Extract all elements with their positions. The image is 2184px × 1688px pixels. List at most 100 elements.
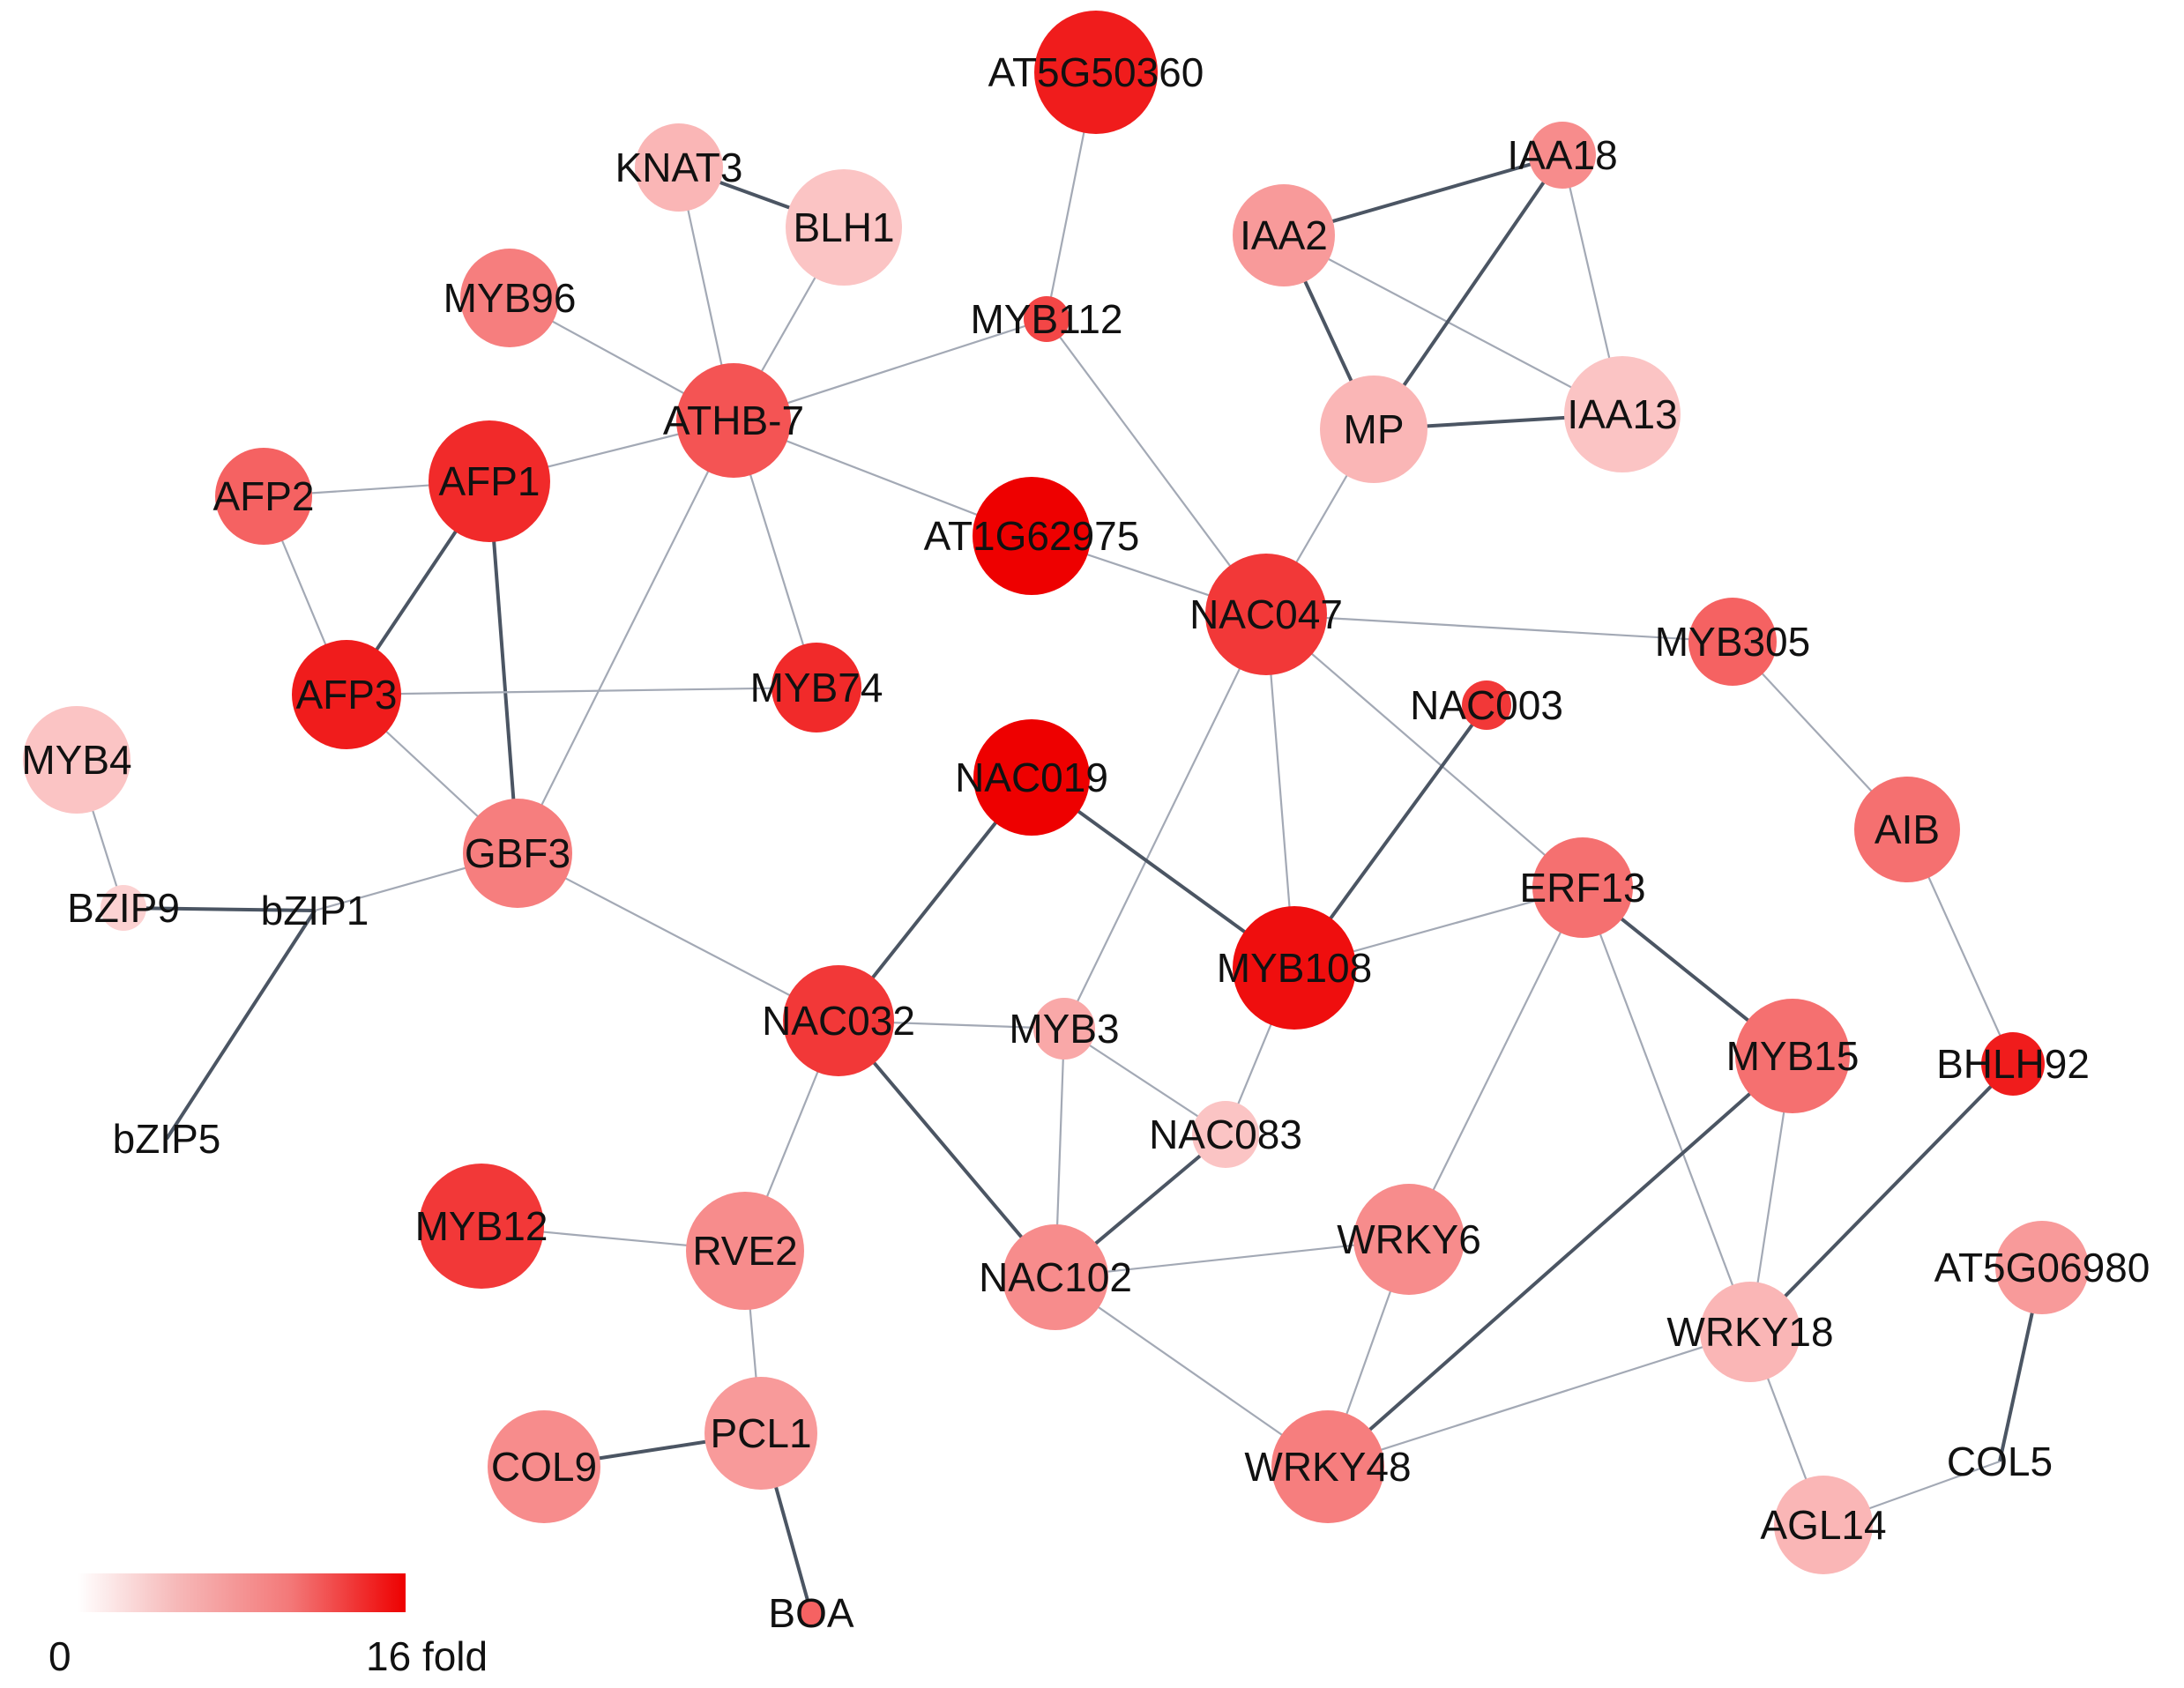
node-bzip1[interactable]: bZIP1 — [261, 888, 369, 933]
node-circle-wrky6[interactable] — [1353, 1184, 1465, 1295]
node-wrky18[interactable]: WRKY18 — [1666, 1282, 1834, 1382]
edge-erf13-wrky6 — [1408, 887, 1584, 1240]
edge-nac047-myb305 — [1265, 613, 1733, 643]
node-circle-afp2[interactable] — [215, 448, 312, 545]
node-circle-aib[interactable] — [1854, 777, 1960, 882]
node-circle-boa[interactable] — [799, 1601, 824, 1625]
node-iaa2[interactable]: IAA2 — [1233, 184, 1335, 286]
node-circle-afp1[interactable] — [429, 420, 550, 542]
node-pcl1[interactable]: PCL1 — [704, 1377, 817, 1490]
edge-erf13-wrky18 — [1581, 887, 1752, 1333]
node-circle-myb15[interactable] — [1735, 999, 1850, 1113]
node-circle-iaa13[interactable] — [1564, 356, 1681, 472]
node-circle-myb3[interactable] — [1033, 998, 1095, 1060]
node-iaa13[interactable]: IAA13 — [1564, 356, 1681, 472]
node-wrky6[interactable]: WRKY6 — [1337, 1184, 1481, 1295]
node-myb12[interactable]: MYB12 — [415, 1164, 548, 1289]
node-bzip5[interactable]: bZIP5 — [113, 1116, 221, 1162]
node-circle-bzip9[interactable] — [101, 885, 146, 931]
node-at5g50360[interactable]: AT5G50360 — [988, 11, 1204, 134]
node-afp2[interactable]: AFP2 — [212, 448, 315, 545]
node-circle-nac047[interactable] — [1205, 554, 1327, 675]
node-circle-nac083[interactable] — [1192, 1101, 1259, 1168]
node-label-gbf3: GBF3 — [465, 830, 570, 876]
node-label-at5g50360: AT5G50360 — [988, 49, 1204, 95]
edge-bzip9-bzip1 — [123, 906, 316, 912]
node-circle-myb74[interactable] — [771, 643, 861, 732]
node-athb-7[interactable]: ATHB-7 — [663, 363, 804, 478]
node-circle-blh1[interactable] — [786, 169, 902, 286]
node-circle-myb12[interactable] — [419, 1164, 544, 1289]
node-myb15[interactable]: MYB15 — [1726, 999, 1860, 1113]
node-myb3[interactable]: MYB3 — [1009, 998, 1120, 1060]
node-nac102[interactable]: NAC102 — [979, 1224, 1132, 1330]
node-label-nac003: NAC003 — [1410, 682, 1563, 728]
node-circle-at5g06980[interactable] — [1995, 1221, 2089, 1314]
node-wrky48[interactable]: WRKY48 — [1244, 1410, 1412, 1523]
node-circle-col9[interactable] — [488, 1410, 600, 1523]
node-col5[interactable]: COL5 — [1947, 1439, 2053, 1484]
node-agl14[interactable]: AGL14 — [1760, 1476, 1887, 1574]
node-circle-knat3[interactable] — [635, 123, 723, 212]
node-circle-at5g50360[interactable] — [1034, 11, 1158, 134]
node-nac019[interactable]: NAC019 — [955, 719, 1108, 836]
node-erf13[interactable]: ERF13 — [1519, 837, 1646, 938]
node-aib[interactable]: AIB — [1854, 777, 1960, 882]
node-circle-myb305[interactable] — [1688, 598, 1777, 686]
node-myb4[interactable]: MYB4 — [21, 706, 132, 814]
node-myb74[interactable]: MYB74 — [750, 643, 883, 732]
node-circle-myb108[interactable] — [1233, 906, 1356, 1030]
node-circle-athb-7[interactable] — [676, 363, 791, 478]
node-label-iaa2: IAA2 — [1240, 212, 1328, 258]
node-nac047[interactable]: NAC047 — [1189, 554, 1343, 675]
node-myb112[interactable]: MYB112 — [970, 296, 1123, 342]
node-circle-wrky48[interactable] — [1271, 1410, 1384, 1523]
node-nac032[interactable]: NAC032 — [762, 965, 915, 1076]
node-circle-afp3[interactable] — [292, 640, 401, 749]
node-circle-rve2[interactable] — [686, 1192, 804, 1310]
node-afp1[interactable]: AFP1 — [429, 420, 550, 542]
node-label-bzip9: BZIP9 — [67, 885, 180, 931]
node-myb108[interactable]: MYB108 — [1217, 906, 1372, 1030]
node-rve2[interactable]: RVE2 — [686, 1192, 804, 1310]
node-label-athb-7: ATHB-7 — [663, 398, 804, 443]
edge-nac102-wrky6 — [1055, 1238, 1410, 1279]
node-circle-myb4[interactable] — [23, 706, 130, 814]
node-circle-myb96[interactable] — [460, 249, 559, 347]
node-myb96[interactable]: MYB96 — [444, 249, 577, 347]
node-circle-pcl1[interactable] — [704, 1377, 817, 1490]
node-circle-wrky18[interactable] — [1700, 1282, 1800, 1382]
node-label-boa: BOA — [768, 1590, 853, 1636]
node-gbf3[interactable]: GBF3 — [463, 799, 572, 908]
node-bhlh92[interactable]: BHLH92 — [1936, 1032, 2090, 1096]
node-circle-mp[interactable] — [1320, 376, 1427, 483]
node-knat3[interactable]: KNAT3 — [615, 123, 743, 212]
node-circle-at1g62975[interactable] — [973, 477, 1091, 595]
node-circle-nac102[interactable] — [1003, 1224, 1108, 1330]
edge-gbf3-nac032 — [517, 852, 839, 1022]
node-circle-agl14[interactable] — [1774, 1476, 1873, 1574]
node-boa[interactable]: BOA — [768, 1590, 853, 1636]
node-at1g62975[interactable]: AT1G62975 — [924, 477, 1140, 595]
node-iaa18[interactable]: IAA18 — [1507, 122, 1618, 189]
node-col9[interactable]: COL9 — [488, 1410, 600, 1523]
node-at5g06980[interactable]: AT5G06980 — [1934, 1221, 2150, 1314]
node-blh1[interactable]: BLH1 — [786, 169, 902, 286]
node-circle-gbf3[interactable] — [463, 799, 572, 908]
node-nac083[interactable]: NAC083 — [1149, 1101, 1302, 1168]
node-circle-nac019[interactable] — [973, 719, 1090, 836]
node-circle-nac003[interactable] — [1462, 680, 1511, 730]
node-myb305[interactable]: MYB305 — [1655, 598, 1810, 686]
node-circle-bhlh92[interactable] — [1981, 1032, 2045, 1096]
node-circle-iaa18[interactable] — [1529, 122, 1596, 189]
edge-myb15-wrky48 — [1326, 1054, 1794, 1469]
node-bzip9[interactable]: BZIP9 — [67, 885, 180, 931]
node-circle-iaa2[interactable] — [1233, 184, 1335, 286]
node-afp3[interactable]: AFP3 — [292, 640, 401, 749]
node-nac003[interactable]: NAC003 — [1410, 680, 1563, 730]
node-label-rve2: RVE2 — [692, 1228, 797, 1274]
node-circle-myb112[interactable] — [1024, 296, 1070, 342]
node-circle-nac032[interactable] — [783, 965, 894, 1076]
node-mp[interactable]: MP — [1320, 376, 1427, 483]
node-circle-erf13[interactable] — [1532, 837, 1633, 938]
